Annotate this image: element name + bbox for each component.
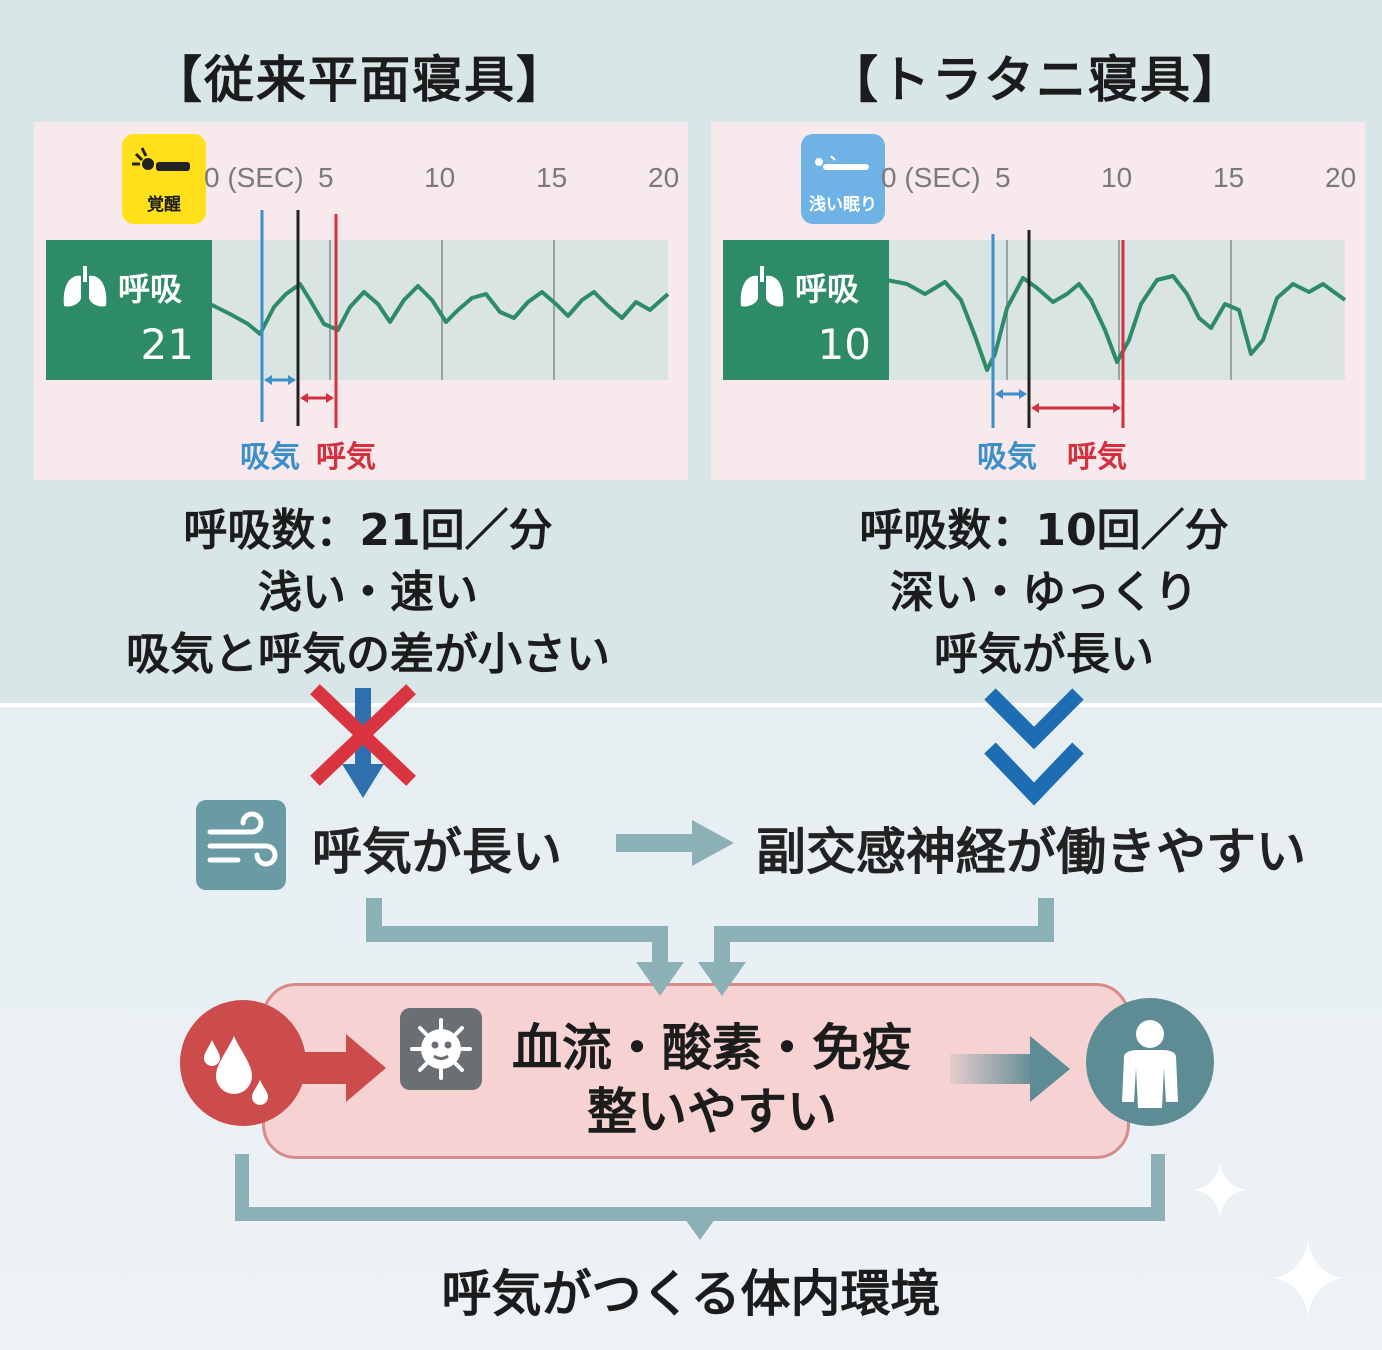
breath-waveform [209,282,670,336]
left-column-title: 【従来平面寝具】 [152,51,568,109]
respiration-value: 21 [140,320,194,369]
awake-badge-label: 覚醒 [147,195,181,215]
sparkle-icon [1274,1240,1342,1316]
red-x-mark [310,684,416,786]
result-line-2: 整いやすい [587,1083,837,1141]
bracket-pointer [680,1212,720,1240]
respiration-label: 呼吸 [795,270,860,308]
arrowhead [264,375,272,385]
respiration-value: 10 [817,320,871,369]
light-sleep-badge: 浅い眠り [801,134,885,224]
right-column-title: 【トラタニ寝具】 [828,51,1244,109]
person-icon [1122,1020,1178,1108]
tick-label: 10 [1101,162,1133,193]
double-down-chevron [984,688,1084,806]
virus-icon-box [400,1008,482,1090]
bottom-bracket [235,1154,1165,1221]
lungs-icon [63,266,107,307]
tick-label: 0 (SEC) [881,162,981,193]
respiration-label: 呼吸 [118,270,183,308]
tick-label: 10 [424,162,456,193]
left-description: 呼吸数：21回／分 浅い・速い 吸気と呼気の差が小さい [58,500,678,686]
inhale-label: 吸気 [240,440,300,475]
tick-label: 15 [1213,162,1245,193]
parasympathetic-text: 副交感神経が働きやすい [756,823,1306,881]
droplet-circle [180,1000,306,1126]
right-respiration-box: 呼吸 10 [723,240,889,380]
bottom-title: 呼気がつくる体内環境 [441,1265,941,1323]
tick-label: 0 (SEC) [204,162,304,193]
person-circle [1086,998,1214,1126]
right-breath-panel: 浅い眠り 0 (SEC) 5 10 15 20 呼吸 10 吸気 呼気 [711,122,1365,480]
left-breath-panel: 覚醒 0 (SEC) 5 10 15 20 呼吸 21 吸気 呼気 [34,122,688,480]
arrowhead [288,375,296,385]
wind-icon-box [196,800,286,890]
awake-badge: 覚醒 [122,134,206,224]
converging-connectors [366,898,1054,966]
exhale-label: 呼気 [316,440,376,475]
lungs-icon [740,266,784,307]
inhale-label: 吸気 [977,440,1037,475]
result-line-1: 血流・酸素・免疫 [512,1019,912,1077]
virus-icon [410,1018,472,1080]
connector-arrowhead [698,962,746,996]
wind-icon [207,811,278,867]
right-breath-quality: 深い・ゆっくり [890,567,1198,618]
left-breath-quality: 浅い・速い [258,567,478,618]
sleeping-person-icon [132,147,190,171]
connector-arrowhead [636,962,684,996]
tick-label: 5 [318,162,334,193]
red-arrow [300,1034,386,1102]
arrowhead [300,393,308,403]
arrowhead [995,389,1003,399]
water-droplet-icon [204,1036,268,1105]
light-sleep-badge-label: 浅い眠り [809,195,877,215]
tick-label: 20 [648,162,680,193]
breath-waveform [886,274,1347,372]
left-breath-graph [209,210,670,428]
sleeping-person-icon [815,155,869,170]
exhale-label: 呼気 [1067,440,1127,475]
teal-arrow [950,1036,1070,1102]
arrowhead [1019,389,1027,399]
left-breath-note: 吸気と呼気の差が小さい [126,629,610,680]
left-breath-rate: 呼吸数：21回／分 [183,505,553,556]
arrowhead [326,393,334,403]
right-breath-rate: 呼吸数：10回／分 [859,505,1229,556]
right-arrow [616,820,734,866]
arrowhead [1031,403,1039,413]
sparkle-icon [1194,1164,1246,1216]
tick-label: 15 [536,162,568,193]
arrowhead [1113,403,1121,413]
right-description: 呼吸数：10回／分 深い・ゆっくり 呼気が長い [734,500,1354,686]
left-respiration-box: 呼吸 21 [46,240,212,380]
right-breath-graph [886,230,1347,428]
tick-label: 20 [1325,162,1357,193]
exhale-long-text: 呼気が長い [312,823,562,881]
tick-label: 5 [995,162,1011,193]
right-breath-note: 呼気が長い [934,629,1154,680]
